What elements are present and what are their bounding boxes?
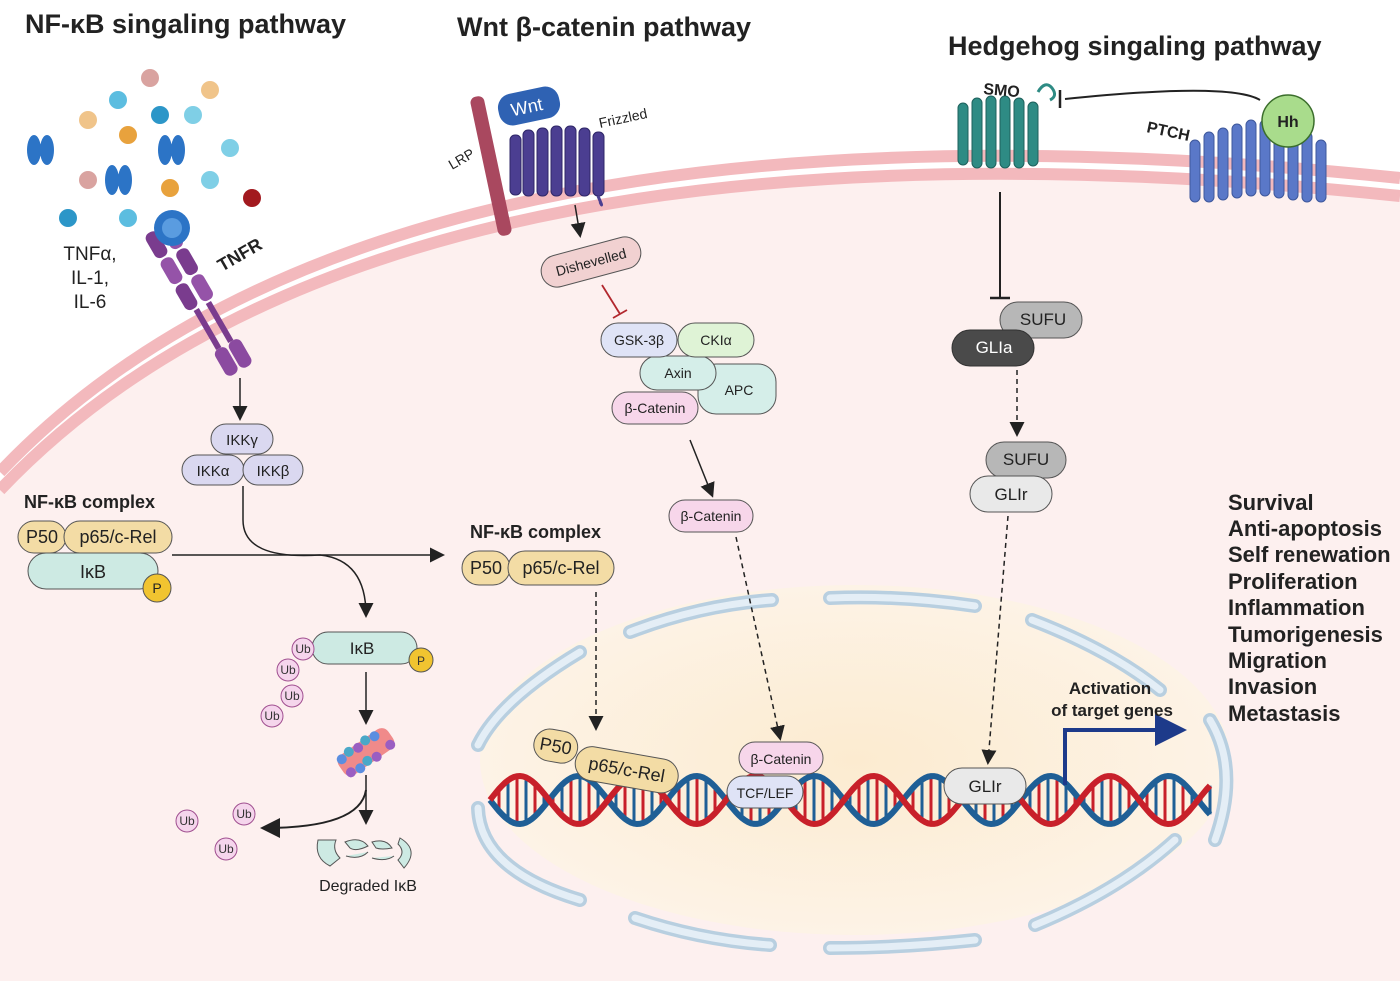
tnfr-receptor: [145, 210, 252, 376]
gsk3b-label: GSK-3β: [614, 332, 664, 348]
outcome-self-renewal: Self renewation: [1228, 542, 1391, 567]
hh-title: Hedgehog singaling pathway: [948, 31, 1322, 61]
glir-dna-label: GLIr: [968, 777, 1001, 796]
glia-label: GLIa: [976, 338, 1013, 357]
outcome-migration: Migration: [1228, 648, 1327, 673]
degraded-ikb-label: Degraded IκB: [319, 878, 417, 895]
phospho-badge: P: [152, 580, 161, 596]
smo-receptor: [957, 95, 1039, 169]
activation-arrow: [1063, 714, 1187, 785]
ikb-ub-label: IκB: [350, 639, 375, 658]
ckia-label: CKIα: [700, 332, 731, 348]
nfkb-complex-label: NF-κB complex: [24, 492, 155, 512]
dna-helix: [487, 772, 1213, 828]
ub-4: Ub: [264, 709, 280, 723]
ptch-label: PTCH: [1145, 119, 1191, 145]
ikk-gamma: IKKγ: [226, 432, 258, 449]
wnt-title: Wnt β-catenin pathway: [457, 12, 751, 42]
dna-strand: [487, 772, 1213, 828]
axin-label: Axin: [664, 365, 691, 381]
ligand-label-3: IL-6: [74, 292, 107, 313]
sufu-mid-label: SUFU: [1003, 450, 1049, 469]
dna-strand: [487, 772, 1213, 828]
ligand-label-1: TNFα,: [63, 244, 116, 265]
sufu-top-label: SUFU: [1020, 310, 1066, 329]
ubiquitin-chain: [260, 637, 315, 728]
hh-ligand: Hh: [1277, 114, 1298, 131]
p65-label: p65/c-Rel: [79, 527, 156, 547]
p65-cyto-label: p65/c-Rel: [522, 558, 599, 578]
nucleus: [480, 585, 1230, 935]
frizzled-receptor: [509, 125, 605, 197]
activation-line-1: Activation: [1069, 679, 1151, 698]
ub-free-1: Ub: [179, 814, 195, 828]
ub-free-2: Ub: [236, 807, 252, 821]
outcome-anti-apoptosis: Anti-apoptosis: [1228, 516, 1382, 541]
nfkb-title: NF-κB singaling pathway: [25, 9, 346, 39]
outcome-invasion: Invasion: [1228, 674, 1317, 699]
outcome-survival: Survival: [1228, 490, 1314, 515]
outcome-proliferation: Proliferation: [1228, 569, 1358, 594]
ptch-receptor: [1189, 119, 1327, 203]
apc-label: APC: [725, 382, 754, 398]
ub-1: Ub: [295, 642, 311, 656]
phospho-badge-2: P: [417, 654, 425, 668]
ub-3: Ub: [284, 689, 300, 703]
tcf-lef-label: TCF/LEF: [737, 785, 794, 801]
cell-membrane: [0, 149, 1400, 477]
lrp-receptor: [470, 96, 512, 236]
ligand-molecules: [27, 69, 261, 227]
p50-label: P50: [26, 527, 58, 547]
frizzled-label: Frizzled: [597, 105, 648, 131]
ligand-label-2: IL-1,: [71, 268, 109, 289]
smo-label: SMO: [983, 81, 1021, 101]
lrp-label: LRP: [446, 145, 478, 172]
ub-2: Ub: [280, 663, 296, 677]
p50-cyto-label: P50: [470, 558, 502, 578]
outcomes-list: Survival Anti-apoptosis Self renewation …: [1228, 490, 1391, 726]
ub-free-3: Ub: [218, 842, 234, 856]
nuc-complex-label: NF-κB complex: [470, 522, 601, 542]
ikb-label: IκB: [80, 562, 106, 582]
bcat-nuc-label: β-Catenin: [751, 751, 812, 767]
outcome-metastasis: Metastasis: [1228, 701, 1341, 726]
ikk-beta: IKKβ: [257, 463, 290, 480]
outcome-inflammation: Inflammation: [1228, 595, 1365, 620]
bcat-complex-label: β-Catenin: [625, 400, 686, 416]
proteasome: [336, 728, 396, 778]
glir-mid-label: GLIr: [994, 485, 1027, 504]
ikk-alpha: IKKα: [197, 463, 230, 480]
degraded-ikb-fragments: [316, 837, 412, 869]
tnfr-label: TNFR: [214, 234, 266, 275]
outcome-tumorigenesis: Tumorigenesis: [1228, 622, 1383, 647]
activation-line-2: of target genes: [1051, 701, 1173, 720]
bcat-free-label: β-Catenin: [681, 508, 742, 524]
